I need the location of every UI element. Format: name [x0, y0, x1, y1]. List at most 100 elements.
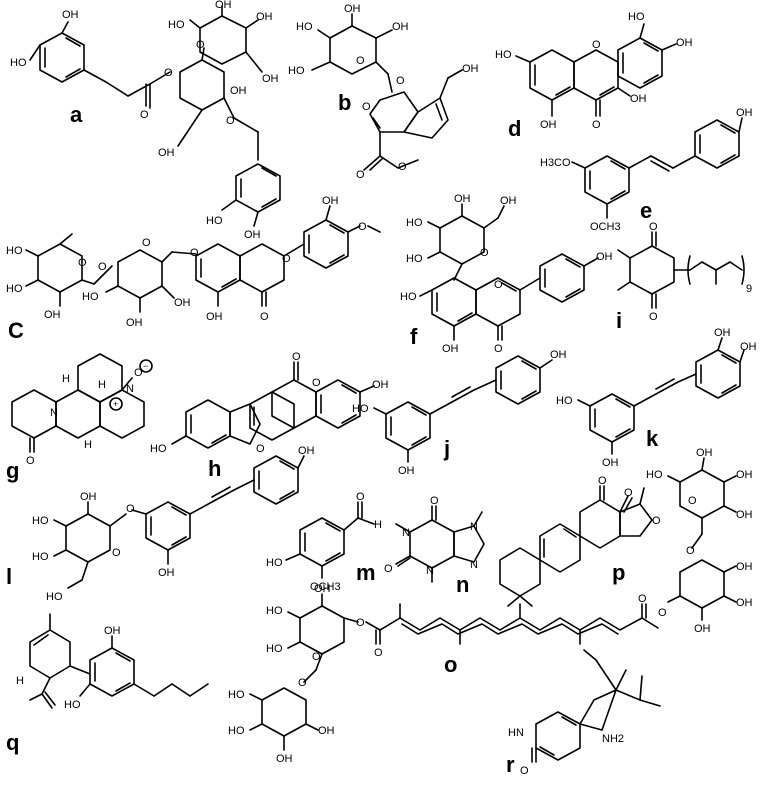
atom-oh: OH — [206, 311, 223, 323]
atom-o: O — [140, 109, 149, 121]
atom-h: H — [84, 439, 92, 451]
atom-o: O — [494, 279, 503, 291]
atom-ho: HO — [628, 11, 645, 23]
atom-oh: OH — [158, 147, 175, 159]
atom-n: N — [470, 559, 478, 571]
atom-oh: OH — [462, 63, 479, 75]
atom-o: O — [652, 515, 661, 527]
charge-minus: − — [143, 361, 148, 371]
atom-n: N — [470, 521, 478, 533]
atom-ho: HO — [228, 725, 245, 737]
atom-oh: OH — [630, 93, 647, 105]
atom-oh: OH — [550, 349, 567, 361]
panel-label-b: b — [338, 90, 351, 115]
structure-r: HN O NH2 r — [506, 649, 661, 777]
atom-ho: HO — [46, 591, 63, 603]
atom-o: O — [292, 351, 301, 363]
atom-ho: HO — [6, 245, 23, 257]
atom-oh: OH — [736, 597, 753, 609]
atom-oh: OH — [322, 195, 339, 207]
panel-label-r: r — [506, 752, 515, 777]
atom-oh: OH — [736, 107, 753, 119]
atom-o: O — [112, 547, 121, 559]
atom-subscript-9: 9 — [746, 283, 752, 295]
panel-label-c: C — [8, 318, 24, 343]
atom-oh: OH — [740, 341, 757, 353]
atom-oh: OH — [215, 0, 232, 11]
panel-label-o: o — [444, 652, 457, 677]
atom-oh: OH — [244, 229, 261, 241]
structure-f: OH OH HO HO O HO O OH OH O f — [400, 193, 613, 355]
atom-o: O — [592, 39, 601, 51]
panel-label-n: n — [456, 572, 469, 597]
atom-oh: OH — [540, 119, 557, 131]
atom-nh2: NH2 — [602, 733, 624, 745]
panel-label-d: d — [508, 116, 521, 141]
panel-label-p: p — [612, 560, 625, 585]
atom-o: O — [356, 617, 365, 629]
atom-o: O — [658, 607, 667, 619]
atom-o: O — [358, 221, 367, 233]
atom-oh: OH — [256, 11, 273, 23]
atom-o: O — [126, 503, 135, 515]
atom-oh: OH — [318, 725, 335, 737]
panel-label-e: e — [640, 198, 652, 223]
atom-o: O — [298, 677, 307, 689]
atom-h: H — [16, 675, 24, 687]
structure-a: OH HO O O O OH HO OH OH OH O OH HO OH a — [10, 0, 281, 241]
atom-oh: OH — [676, 37, 693, 49]
atom-ho: HO — [228, 689, 245, 701]
atom-n: N — [50, 407, 58, 419]
atom-ho: HO — [406, 253, 423, 265]
structure-q: OH HO H q — [6, 613, 209, 755]
atom-oh: OH — [392, 21, 409, 33]
atom-h: H — [374, 519, 382, 531]
panel-label-l: l — [6, 564, 12, 589]
atom-o: O — [480, 247, 489, 259]
atom-ho: HO — [352, 403, 369, 415]
atom-o: O — [164, 67, 173, 79]
atom-n: N — [402, 527, 410, 539]
atom-ho: HO — [32, 515, 49, 527]
atom-o: O — [142, 237, 151, 249]
atom-oh: OH — [500, 195, 517, 207]
atom-ho: HO — [288, 65, 305, 77]
atom-oh: OH — [736, 469, 753, 481]
atom-oh: OH — [314, 583, 331, 595]
atom-ho: HO — [406, 217, 423, 229]
atom-o: O — [98, 261, 107, 273]
atom-oh: OH — [602, 457, 619, 469]
atom-ho: HO — [646, 469, 663, 481]
atom-oh: OH — [298, 445, 315, 457]
charge-plus: + — [113, 399, 118, 409]
atom-o: O — [356, 491, 365, 503]
panel-label-k: k — [646, 426, 659, 451]
atom-o: O — [356, 55, 365, 67]
atom-hn: HN — [508, 727, 524, 739]
atom-o: O — [312, 377, 321, 389]
atom-o: O — [520, 765, 529, 777]
atom-oh: OH — [736, 509, 753, 521]
atom-oh: OH — [694, 623, 711, 635]
atom-ho: HO — [495, 49, 512, 61]
atom-och3: OCH3 — [590, 221, 621, 233]
panel-label-a: a — [70, 102, 83, 127]
atom-ho: HO — [6, 283, 23, 295]
atom-oh: OH — [696, 447, 713, 459]
atom-ho: HO — [266, 557, 283, 569]
atom-oh: OH — [80, 491, 97, 503]
atom-ho: HO — [266, 605, 283, 617]
atom-ho: HO — [296, 21, 313, 33]
atom-och3: OCH3 — [310, 581, 341, 593]
atom-o: O — [688, 495, 697, 507]
atom-o: O — [598, 475, 607, 487]
atom-ho: HO — [10, 57, 27, 69]
atom-o: O — [384, 563, 393, 575]
atom-o: O — [256, 443, 265, 455]
atom-oh: OH — [62, 9, 79, 21]
atom-o: O — [282, 253, 291, 265]
atom-oh: OH — [44, 309, 61, 321]
atom-oh: OH — [736, 561, 753, 573]
panel-label-g: g — [6, 458, 19, 483]
